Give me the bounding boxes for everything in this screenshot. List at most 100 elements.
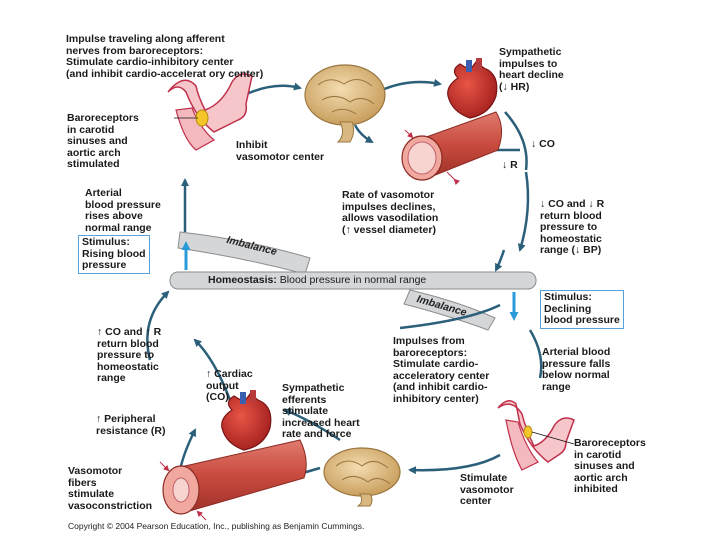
label-line: ↑ CO and ↑ R bbox=[97, 326, 162, 338]
blood-vessel-icon bbox=[401, 111, 502, 185]
arrow-declining-to-baro bbox=[528, 329, 543, 379]
label-line: Declining bbox=[544, 302, 592, 315]
label-line: Stimulate cardio- bbox=[393, 358, 479, 370]
homeostasis-band bbox=[169, 271, 537, 290]
label-line: efferents bbox=[282, 393, 327, 406]
label-line: range bbox=[542, 380, 571, 393]
label-line: homeostatic bbox=[540, 232, 602, 245]
label-line: range bbox=[97, 372, 126, 384]
label-line: Sympathetic bbox=[499, 46, 562, 58]
carotid-artery-icon bbox=[497, 400, 575, 471]
label-line: impulses to bbox=[499, 57, 558, 70]
label-line: (CO) bbox=[206, 391, 229, 403]
label-line: Baroreceptors bbox=[574, 437, 646, 449]
label-line: blood pressure bbox=[85, 198, 161, 211]
label-line: sinuses and bbox=[67, 135, 128, 147]
label-line: Stimulus: bbox=[82, 236, 130, 248]
copyright-notice: Copyright © 2004 Pearson Education, Inc.… bbox=[68, 521, 365, 531]
label-line: (and inhibit cardio- bbox=[393, 381, 488, 393]
arrow-baro-right-to-brain bbox=[408, 453, 501, 475]
arrow-brain-to-heart bbox=[381, 78, 442, 92]
label-line: Arterial blood bbox=[542, 346, 611, 358]
label-line: impulses declines, bbox=[342, 200, 436, 213]
label-line: allows vasodilation bbox=[342, 212, 439, 224]
label-line: resistance (R) bbox=[96, 424, 166, 437]
label-line: below normal bbox=[542, 369, 610, 381]
label-line: return blood bbox=[540, 209, 602, 222]
label-line: Impulses from bbox=[393, 335, 465, 347]
label-line: aortic arch bbox=[67, 146, 121, 159]
blood-vessel-icon bbox=[159, 439, 307, 521]
label-line: in carotid bbox=[574, 448, 622, 461]
arrow-right-down bbox=[517, 171, 530, 252]
label-line: blood pressure bbox=[544, 314, 620, 326]
arrow-baro-to-declining bbox=[399, 303, 501, 330]
label-line: ↑ Cardiac bbox=[206, 368, 253, 380]
label-line: Arterial bbox=[85, 187, 122, 199]
label-line: rate and force bbox=[282, 428, 352, 440]
label-line: return blood bbox=[97, 337, 159, 350]
label-line: stimulate bbox=[68, 488, 115, 500]
label-line: pressure to bbox=[540, 221, 598, 233]
label-line: baroreceptors: bbox=[393, 346, 468, 359]
label-line: increased heart bbox=[282, 416, 360, 429]
label-line: Impulse traveling along afferent bbox=[66, 33, 225, 45]
homeostasis-label-rest: Blood pressure in normal range bbox=[276, 274, 427, 286]
label-line: rises above bbox=[85, 210, 143, 222]
label-line: vasomotor center bbox=[236, 150, 325, 163]
label-line: Rising blood bbox=[82, 247, 146, 260]
label-line: Stimulate cardio-inhibitory center bbox=[66, 56, 234, 68]
brain-icon bbox=[323, 447, 401, 507]
carotid-artery-icon bbox=[167, 73, 253, 151]
label-line: sinuses and bbox=[574, 460, 635, 472]
arrow-heart-up bbox=[193, 338, 232, 401]
label-line: output bbox=[206, 379, 239, 392]
arrow-return-up bbox=[146, 290, 170, 361]
brain-icon bbox=[304, 64, 386, 143]
label-line: homeostatic bbox=[97, 360, 159, 373]
imbalance-band-bottom bbox=[403, 289, 496, 331]
label-line: in carotid bbox=[67, 123, 115, 136]
label-line: Vasomotor bbox=[68, 465, 123, 477]
label-line: (↑ vessel diameter) bbox=[342, 223, 436, 236]
label-line: pressure falls bbox=[542, 357, 611, 370]
label-line: center bbox=[460, 495, 492, 507]
label-line: Stimulate bbox=[460, 472, 508, 484]
label-line: inhibitory center) bbox=[393, 392, 479, 405]
label-line: acceleratory center bbox=[393, 369, 490, 382]
label-line: vasoconstriction bbox=[68, 499, 153, 512]
heart-icon bbox=[447, 58, 498, 119]
label-line: pressure to bbox=[97, 349, 155, 361]
label-line: Baroreceptors bbox=[67, 112, 139, 124]
label-line: (and inhibit cardio-accelerat ory center… bbox=[66, 67, 264, 80]
label-line: (↓ HR) bbox=[499, 80, 530, 93]
label-line: stimulate bbox=[282, 405, 329, 417]
homeostasis-label-bold: Homeostasis: bbox=[208, 274, 277, 286]
arrow-brain-to-heart-bottom bbox=[283, 408, 341, 442]
label-line: ↑ Peripheral bbox=[96, 413, 156, 425]
label-line: normal range bbox=[85, 221, 152, 234]
label-line: Stimulus: bbox=[544, 291, 592, 303]
label-line: fibers bbox=[68, 476, 97, 489]
heart-icon bbox=[221, 390, 272, 451]
arrow-brain-to-vessel bbox=[353, 124, 374, 144]
label-line: range (↓ BP) bbox=[540, 244, 602, 256]
label-line: nerves from baroreceptors: bbox=[66, 44, 204, 57]
